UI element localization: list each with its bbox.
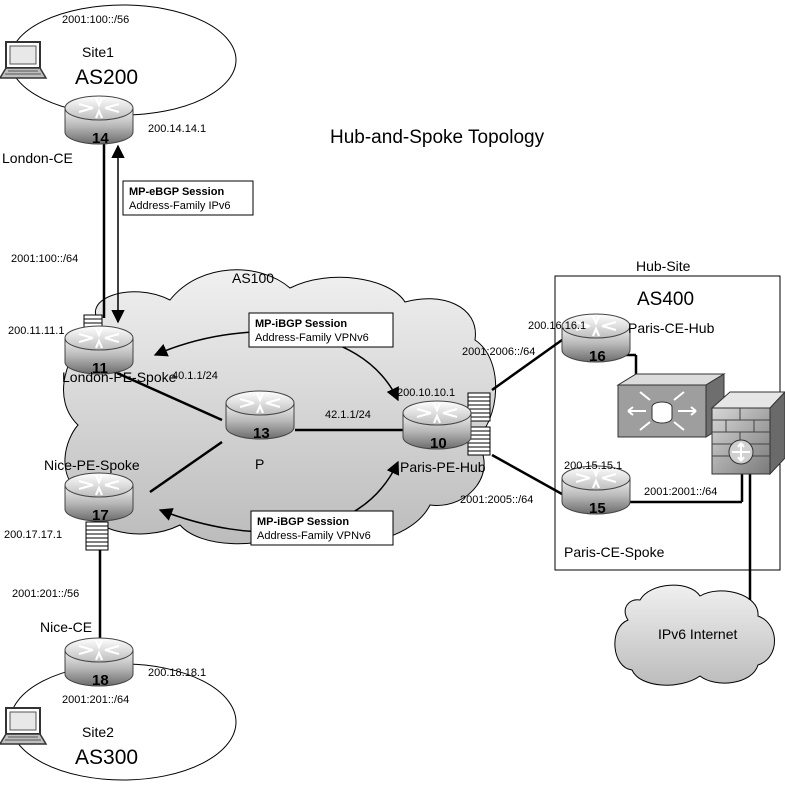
ebgp-box — [122, 180, 254, 216]
ebgp-sub: Address-Family IPv6 — [129, 200, 230, 212]
london-ce-ip: 200.14.14.1 — [148, 123, 206, 135]
paris-pe-name: Paris-PE-Hub — [400, 459, 486, 475]
london-ce-name: London-CE — [2, 150, 73, 166]
laptop-icon-site2 — [0, 707, 47, 745]
nice-ce-ip: 200.18.18.1 — [148, 667, 206, 679]
london-ce-num: 14 — [92, 130, 109, 147]
london-pe-ip: 200.11.11.1 — [8, 325, 64, 337]
ibgp2-sub: Address-Family VPNv6 — [257, 530, 371, 542]
paris-ce-hub-name: Paris-CE-Hub — [628, 320, 715, 336]
paris-ce-spoke-ip: 200.15.15.1 — [564, 460, 622, 472]
fw-link-prefix: 2001:2001::/64 — [644, 486, 717, 498]
internet-label: IPv6 Internet — [658, 626, 737, 642]
as100-label: AS100 — [232, 270, 274, 286]
paris-ce-spoke-num: 15 — [589, 500, 606, 517]
p-num: 13 — [253, 425, 270, 442]
london-link-prefix: 2001:100::/64 — [11, 253, 78, 265]
site2-as: AS300 — [75, 746, 138, 769]
ebgp-title: MP-eBGP Session — [129, 186, 224, 198]
diagram-title: Hub-and-Spoke Topology — [330, 127, 545, 148]
site2-label: Site2 — [82, 724, 114, 740]
site2-prefix: 2001:201::/64 — [62, 694, 129, 706]
paris-pe-num: 10 — [430, 435, 447, 452]
nice-ce-name: Nice-CE — [40, 619, 92, 635]
p-name: P — [255, 456, 264, 472]
internet-cloud — [614, 584, 775, 686]
switch-icon — [616, 373, 726, 438]
ibgp1-sub: Address-Family VPNv6 — [255, 332, 369, 344]
nice-pe-name: Nice-PE-Spoke — [44, 457, 140, 473]
hub-link-prefix: 2001:2006::/64 — [462, 346, 535, 358]
site1-prefix: 2001:100::/56 — [62, 14, 129, 26]
hub-site-label: Hub-Site — [636, 258, 691, 274]
firewall-icon — [710, 391, 785, 476]
london-pe-num: 11 — [92, 360, 108, 377]
london-pe-name: London-PE-Spoke — [62, 369, 177, 385]
nice-link-prefix: 2001:201::/56 — [12, 588, 79, 600]
paris-ce-spoke-name: Paris-CE-Spoke — [564, 544, 665, 560]
site1-as: AS200 — [75, 66, 138, 89]
nice-ce-num: 18 — [92, 672, 109, 689]
links — [98, 142, 752, 648]
site1-label: Site1 — [82, 44, 114, 60]
laptop-icon-site1 — [0, 41, 47, 79]
paris-ce-hub-num: 16 — [589, 348, 606, 365]
nice-pe-num: 17 — [92, 507, 109, 524]
ibgp2-title: MP-iBGP Session — [257, 516, 349, 528]
ibgp-box-bottom — [250, 510, 394, 546]
paris-pe-ip: 200.10.10.1 — [397, 387, 455, 399]
spoke-link-prefix: 2001:2005::/64 — [460, 494, 533, 506]
paris-ce-hub-ip: 200.16.16.1 — [528, 320, 586, 332]
ibgp1-title: MP-iBGP Session — [255, 318, 347, 330]
p-link-london: 40.1.1/24 — [172, 370, 218, 382]
hub-site-as: AS400 — [637, 289, 694, 310]
nice-pe-ip: 200.17.17.1 — [4, 529, 62, 541]
ibgp-box-top — [248, 312, 394, 348]
p-link-paris: 42.1.1/24 — [325, 409, 371, 421]
